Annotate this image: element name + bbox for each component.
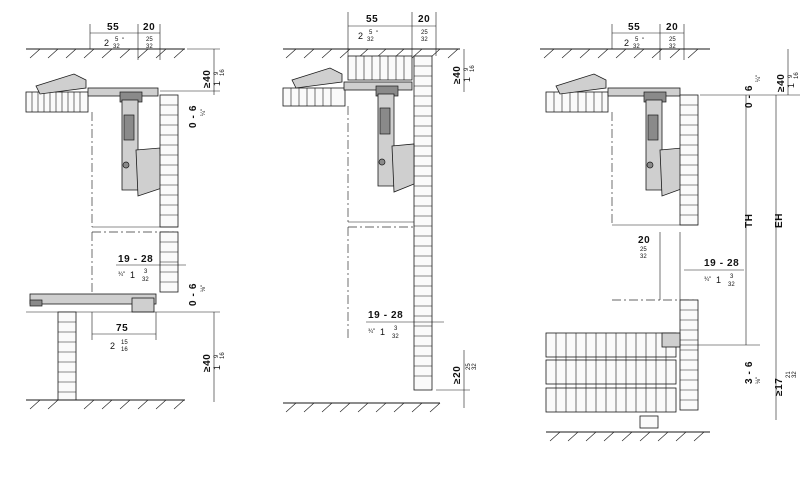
panel-overlay-with-base: 55 20 2 5 32 " 25 32 ≥40 1 9 16 (25, 22, 226, 410)
frac-den: 32 (728, 282, 735, 288)
dim-th: TH (744, 213, 755, 228)
dim-0-6: 0 - 6 (744, 85, 755, 108)
inch-mark: " (642, 38, 644, 44)
hinge-mechanism (35, 73, 163, 197)
dim-75: 75 (116, 323, 128, 334)
frac-num: 9 (464, 67, 470, 71)
inch-1: 1 (716, 275, 721, 285)
hinge-mechanism (282, 67, 415, 193)
dim-ge40: ≥40 (776, 74, 787, 92)
top-dimension: 55 20 2 5 32 " 25 32 (89, 22, 161, 60)
ceiling-hatch (540, 48, 710, 59)
dim-ge40: ≥40 (202, 70, 213, 88)
inch-1: 1 (212, 365, 222, 370)
dim-0-6-lower: 0 - 6 (188, 283, 199, 306)
inch-1: 1 (380, 327, 385, 337)
frac-num: 9 (214, 71, 220, 75)
frac-num: 15 (121, 340, 128, 346)
dim-ge40: ≥40 (452, 66, 463, 84)
dim-ge20: ≥20 (452, 366, 463, 384)
floor-hatch (26, 399, 185, 410)
frac-den: 16 (220, 352, 226, 359)
floor-hatch (283, 402, 441, 413)
dim-55: 55 (628, 22, 640, 33)
hinge-mechanism (555, 73, 685, 197)
frac-den: 32 (367, 37, 374, 43)
dim-0-6: 0 - 6 (188, 105, 199, 128)
dim-20: 20 (666, 22, 678, 33)
dim-20: 20 (143, 22, 155, 33)
frac-num: 5 (115, 37, 119, 43)
frac-den: 16 (220, 69, 226, 76)
frac-den: 32 (472, 363, 478, 370)
inch-1: 1 (130, 270, 135, 280)
frac-num: 9 (788, 74, 794, 78)
dim-3-6: 3 - 6 (744, 361, 755, 384)
frac-num: 5 (635, 37, 639, 43)
dim-20: 20 (418, 14, 430, 25)
frac-den: 16 (470, 65, 476, 72)
inch-2: 2 (358, 31, 363, 41)
door-lower (679, 299, 699, 411)
inch-eighth: ⅛" (201, 285, 207, 292)
frac-den: 32 (392, 334, 399, 340)
door-upper (679, 94, 699, 226)
inch-quarter: ¼" (756, 75, 762, 82)
dim-2-5-32: 2 (104, 38, 109, 48)
frac-num: 3 (394, 326, 398, 332)
inch-quarter: ¼" (201, 109, 207, 116)
inch-2: 2 (110, 341, 115, 351)
frac-num: 25 (146, 37, 153, 43)
base-plate (29, 293, 157, 305)
inch-mark: " (376, 31, 378, 37)
frac-den: 32 (421, 37, 428, 43)
top-panel (25, 91, 89, 113)
dim-eh: EH (774, 213, 785, 228)
inch-1: 1 (462, 77, 472, 82)
plinth (57, 311, 77, 401)
frac-den: 16 (121, 347, 128, 353)
floor-hatch (546, 431, 710, 442)
frac-num: 21 (786, 371, 792, 378)
frac-num: 25 (466, 363, 472, 370)
inch-three-quarter: ¾" (704, 277, 711, 283)
inch-eighth: ⅛" (756, 377, 762, 384)
ceiling-hatch (26, 48, 185, 59)
frac-num: 9 (214, 354, 220, 358)
dim-55: 55 (107, 22, 119, 33)
door-full (413, 55, 433, 391)
frac-den: 32 (146, 44, 153, 50)
frac-num: 25 (640, 247, 647, 253)
inch-three-quarter: ¾" (368, 329, 375, 335)
dim-ge17: ≥17 (774, 378, 785, 396)
frac-num: 3 (144, 269, 148, 275)
dim-19-28: 19 - 28 (118, 254, 153, 265)
frac-num: 25 (421, 30, 428, 36)
drawer-stack (545, 332, 681, 429)
panel-with-drawers: 55 20 2 5 32 " 25 32 ≥40 (540, 22, 800, 442)
dim-19-28: 19 - 28 (368, 310, 403, 321)
frac-den: 32 (792, 371, 798, 378)
dim-55: 55 (366, 14, 378, 25)
inch-three-quarter: ¾" (118, 272, 125, 278)
frac-den: 32 (142, 277, 149, 283)
inch-1: 1 (786, 83, 796, 88)
dim-19-28: 19 - 28 (704, 258, 739, 269)
dim-ge40-lower: ≥40 (202, 354, 213, 372)
inch-mark: " (122, 38, 124, 44)
frac-den: 16 (794, 72, 800, 79)
inch-1: 1 (212, 81, 222, 86)
panel-full-height: 55 20 2 5 32 " 25 32 (282, 12, 478, 413)
inch-2: 2 (624, 38, 629, 48)
frac-num: 5 (369, 30, 373, 36)
frac-num: 3 (730, 274, 734, 280)
top-panel (545, 91, 609, 113)
dim-20-mid: 20 (638, 235, 650, 246)
frac-num: 25 (669, 37, 676, 43)
frac-den: 32 (113, 44, 120, 50)
frac-den: 32 (669, 44, 676, 50)
frac-den: 32 (633, 44, 640, 50)
frac-den: 32 (640, 254, 647, 260)
